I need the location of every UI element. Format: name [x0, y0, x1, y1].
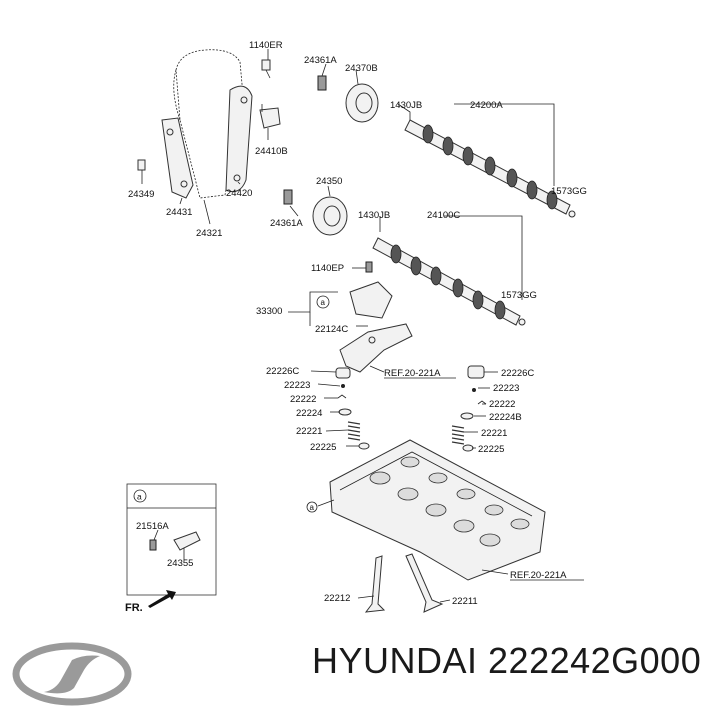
label-1430JB-top: 1430JB [390, 100, 422, 111]
label-1140EP: 1140EP [311, 263, 344, 274]
bolt-24349 [137, 159, 146, 171]
detail-box-marker: a [137, 492, 142, 502]
cam-sprocket-24370B [345, 83, 379, 123]
label-22223-left: 22223 [284, 380, 310, 391]
valve-22211 [405, 553, 444, 613]
actuator-33300 [349, 261, 393, 319]
label-24361A-mid: 24361A [270, 218, 303, 229]
label-33300: 33300 [256, 306, 282, 317]
label-24370B: 24370B [345, 63, 378, 74]
label-24349: 24349 [128, 189, 154, 200]
bracket-22124C [339, 323, 413, 373]
timing-chain [173, 49, 244, 199]
label-24431: 24431 [166, 207, 192, 218]
label-24355: 24355 [167, 558, 193, 569]
page-title: HYUNDAI 222242G000 [312, 640, 702, 681]
label-24361A-top: 24361A [304, 55, 337, 66]
bolt-1140ER [261, 59, 271, 79]
label-24100C: 24100C [427, 210, 460, 221]
label-22221-left: 22221 [296, 426, 322, 437]
label-22221-right: 22221 [481, 428, 507, 439]
label-24321: 24321 [196, 228, 222, 239]
label-1573GG-top: 1573GG [551, 186, 587, 197]
label-22225-right: 22225 [478, 444, 504, 455]
label-22212: 22212 [324, 593, 350, 604]
reference-labels: REF.20-221A REF.20-221A [384, 368, 584, 581]
actuator-circle-marker [316, 295, 330, 309]
hyundai-logo [12, 642, 132, 706]
label-22124C: 22124C [315, 324, 348, 335]
label-24410B: 24410B [255, 146, 288, 157]
chain-guide-right [225, 85, 253, 193]
valve-train-left [335, 367, 370, 450]
label-22222-left: 22222 [290, 394, 316, 405]
tensioner-24410B [259, 104, 281, 129]
label-24200A: 24200A [470, 100, 503, 111]
label-22224: 22224 [296, 408, 322, 419]
cam-sprocket-24350 [312, 196, 348, 236]
cylinder-head: a [306, 439, 546, 581]
label-24350: 24350 [316, 176, 342, 187]
leader-lines [141, 49, 555, 603]
label-22223-right: 22223 [493, 383, 519, 394]
camshaft-24100C [372, 237, 526, 326]
callout-labels: 1140ER 24361A 24370B 24410B 24349 24431 … [128, 40, 587, 607]
label-22224B: 22224B [489, 412, 522, 423]
front-label: FR. [125, 602, 143, 614]
actuator-circle-letter: a [321, 298, 326, 307]
front-arrow: FR. [125, 590, 176, 614]
valve-22212 [364, 555, 386, 613]
head-circle-marker: a [310, 503, 315, 512]
detail-box-a: a [126, 483, 217, 596]
ref-lower: REF.20-221A [510, 570, 567, 581]
label-1573GG-mid: 1573GG [501, 290, 537, 301]
ref-upper: REF.20-221A [384, 368, 441, 379]
label-22211: 22211 [452, 596, 478, 607]
bolt-24361A-mid [283, 189, 293, 205]
label-22226C-left: 22226C [266, 366, 299, 377]
chain-guide-left [161, 117, 194, 199]
camshaft-24200A [404, 119, 576, 218]
label-22225-left: 22225 [310, 442, 336, 453]
label-1140ER: 1140ER [249, 40, 283, 51]
label-24420: 24420 [226, 188, 252, 199]
label-22222-right: 22222 [489, 399, 515, 410]
label-22226C-right: 22226C [501, 368, 534, 379]
label-1430JB-mid: 1430JB [358, 210, 390, 221]
label-21516A: 21516A [136, 521, 169, 532]
bolt-24361A-top [317, 75, 327, 91]
